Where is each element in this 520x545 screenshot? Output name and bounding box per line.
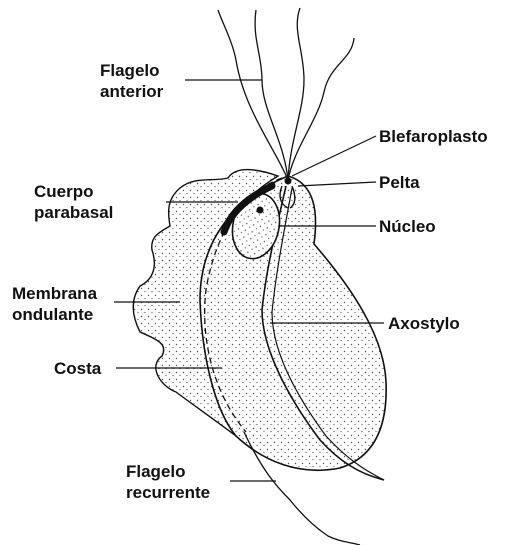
label-cuerpo-parabasal: Cuerpo parabasal bbox=[34, 181, 113, 223]
label-membrana-ondulante: Membrana ondulante bbox=[12, 283, 97, 325]
label-flagelo-anterior: Flagelo anterior bbox=[100, 60, 163, 102]
label-costa: Costa bbox=[54, 358, 101, 379]
label-flagelo-recurrente: Flagelo recurrente bbox=[126, 461, 210, 503]
nucleolus bbox=[257, 207, 264, 214]
label-nucleo: Núcleo bbox=[379, 216, 436, 237]
label-axostylo: Axostylo bbox=[388, 313, 460, 334]
label-blefaroplasto: Blefaroplasto bbox=[379, 126, 488, 147]
anterior-flagella bbox=[218, 8, 354, 180]
label-pelta: Pelta bbox=[379, 172, 420, 193]
